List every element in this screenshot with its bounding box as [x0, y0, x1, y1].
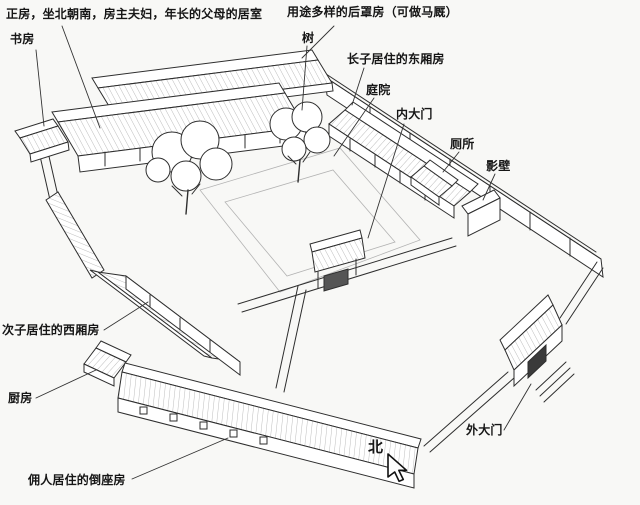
window [259, 436, 268, 445]
label-toilet: 厕所 [450, 137, 475, 151]
label-main-house: 正房，坐北朝南，房主夫妇，年长的父母的居室 [6, 7, 263, 21]
label-north: 北 [368, 439, 384, 456]
outer-gate [499, 294, 575, 403]
window [199, 421, 208, 430]
window [229, 429, 238, 438]
label-kitchen: 厨房 [8, 391, 33, 405]
window [139, 406, 148, 415]
tree-large [145, 120, 233, 215]
label-tree: 树 [302, 31, 315, 45]
label-courtyard: 庭院 [366, 83, 391, 97]
screen-wall [461, 189, 501, 237]
window [169, 413, 178, 422]
outer-gate-door [527, 343, 547, 380]
label-east-wing: 长子居住的东厢房 [347, 52, 445, 66]
label-west-wing: 次子居住的西厢房 [2, 323, 100, 337]
study-building [14, 118, 70, 163]
label-front-building: 佣人居住的倒座房 [28, 473, 126, 487]
kitchen-building [83, 340, 132, 387]
label-rear-building: 用途多样的后罩房（可做马厩） [287, 5, 458, 19]
toilet-building [410, 159, 459, 206]
tree-small [269, 101, 331, 183]
inner-gate [309, 229, 366, 292]
south-wall [423, 261, 604, 453]
west-wing [89, 269, 241, 377]
leader-lines [35, 25, 532, 480]
label-screen-wall: 影壁 [486, 159, 511, 173]
gate-steps [535, 361, 575, 403]
northwest-wall [39, 151, 59, 201]
label-study: 书房 [10, 32, 35, 46]
north-arrow-icon [387, 453, 408, 483]
front-building [117, 362, 422, 489]
west-corridor [45, 191, 105, 279]
inner-gate-opening [323, 268, 349, 292]
label-inner-gate: 内大门 [396, 107, 433, 121]
label-outer-gate: 外大门 [466, 423, 503, 437]
